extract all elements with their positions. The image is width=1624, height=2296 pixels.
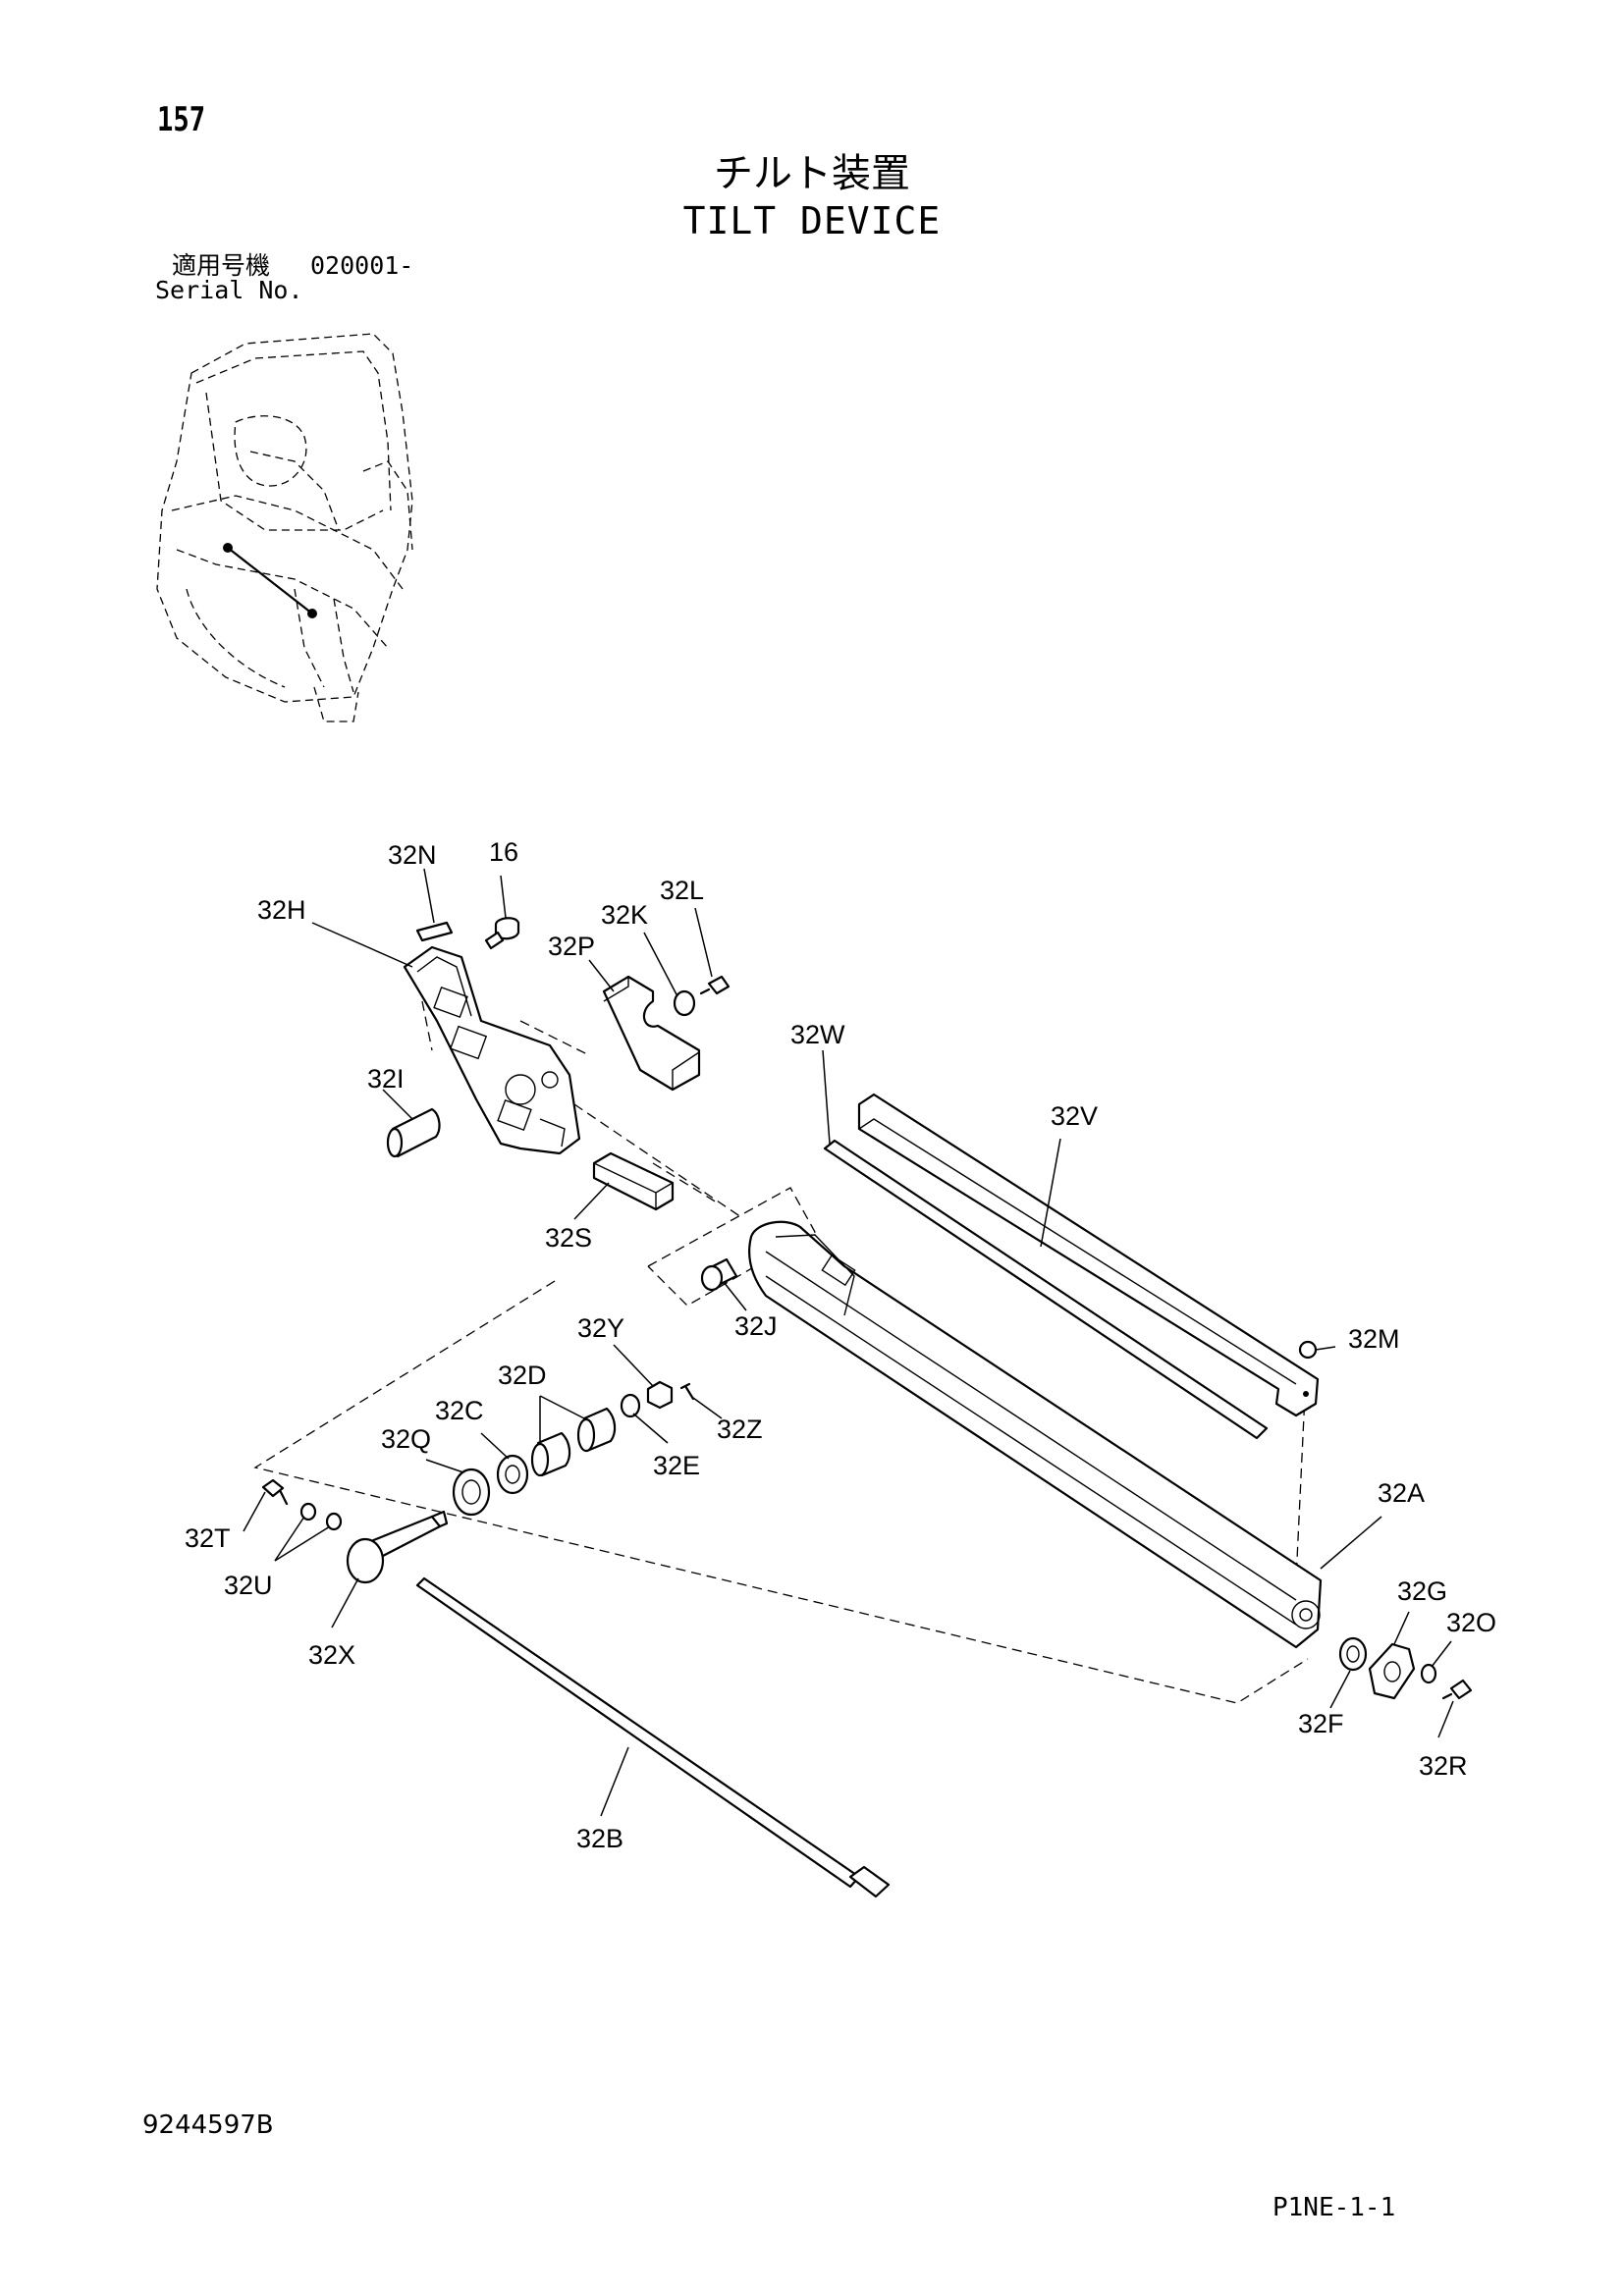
callout-32E: 32E [653,1451,700,1480]
part-32D-collars [530,1407,617,1477]
part-32N-key [415,921,454,942]
part-32E-washer [620,1393,641,1418]
callout-32Q: 32Q [381,1424,431,1454]
page-code: P1NE-1-1 [1272,2193,1396,2222]
part-16-bolt [484,917,520,950]
document-number: 9244597B [142,2110,274,2140]
part-32M-screw [1298,1340,1318,1360]
part-32J-bushing [700,1257,738,1292]
part-32R-bolt [1441,1679,1473,1700]
callout-32N: 32N [388,840,437,870]
part-32F-bearing [1338,1636,1368,1672]
callout-32D: 32D [498,1361,547,1390]
part-32A-column [748,1220,1323,1649]
title-english: TILT DEVICE [682,199,942,242]
callout-32B: 32B [576,1824,623,1853]
callout-32S: 32S [545,1223,592,1253]
part-32X-knob [346,1510,449,1584]
part-32Z-pin [679,1382,695,1401]
callout-32R: 32R [1419,1751,1468,1781]
title-japanese: チルト装置 [714,151,910,196]
serial-label-japanese: 適用号機 [172,251,271,280]
serial-label-english: Serial No. [155,276,303,304]
callout-labels: 32N 16 32H 32L 32K 32P 32W 32I 32V 32S 3… [185,837,1496,1853]
callout-32M: 32M [1348,1324,1400,1354]
part-32V-cover [857,1093,1320,1417]
part-32P-block [602,975,701,1092]
callout-32G: 32G [1397,1576,1447,1606]
part-32W-strip [823,1139,1269,1440]
part-32Y-nut [646,1380,674,1410]
callout-32P: 32P [548,932,595,961]
serial-range: 020001- [310,251,414,280]
part-32B-shaft [415,1576,891,1898]
callout-32O: 32O [1446,1608,1496,1637]
part-32H-bracket [403,945,581,1155]
part-32G-plate [1368,1642,1416,1700]
callout-32K: 32K [601,900,648,930]
callout-32T: 32T [185,1523,231,1553]
part-32O-washer [1420,1663,1437,1684]
callout-32V: 32V [1051,1101,1098,1131]
callout-32J: 32J [734,1311,778,1341]
part-32S-block [592,1151,675,1211]
part-32I-pin [386,1107,441,1158]
page-number: 157 [157,100,206,139]
cab-location-thumbnail [156,333,413,722]
callout-32W: 32W [790,1020,845,1049]
callout-32U: 32U [224,1571,273,1600]
part-32T-bolt [261,1478,289,1506]
callout-32Y: 32Y [577,1313,624,1343]
callout-32X: 32X [308,1640,355,1670]
callout-32I: 32I [367,1064,405,1094]
part-32Q-washer [452,1468,491,1517]
part-32L-bolt [699,975,731,995]
callout-16: 16 [489,837,518,867]
part-32C-washer [496,1454,529,1495]
leader-lines [243,868,1454,1817]
callout-32A: 32A [1378,1478,1425,1508]
part-32K-washer [673,989,696,1017]
callout-32Z: 32Z [717,1415,763,1444]
callout-32L: 32L [660,876,704,905]
callout-32C: 32C [435,1396,484,1425]
callout-32H: 32H [257,895,306,925]
callout-32F: 32F [1298,1709,1344,1738]
part-32U-washers [299,1502,343,1531]
